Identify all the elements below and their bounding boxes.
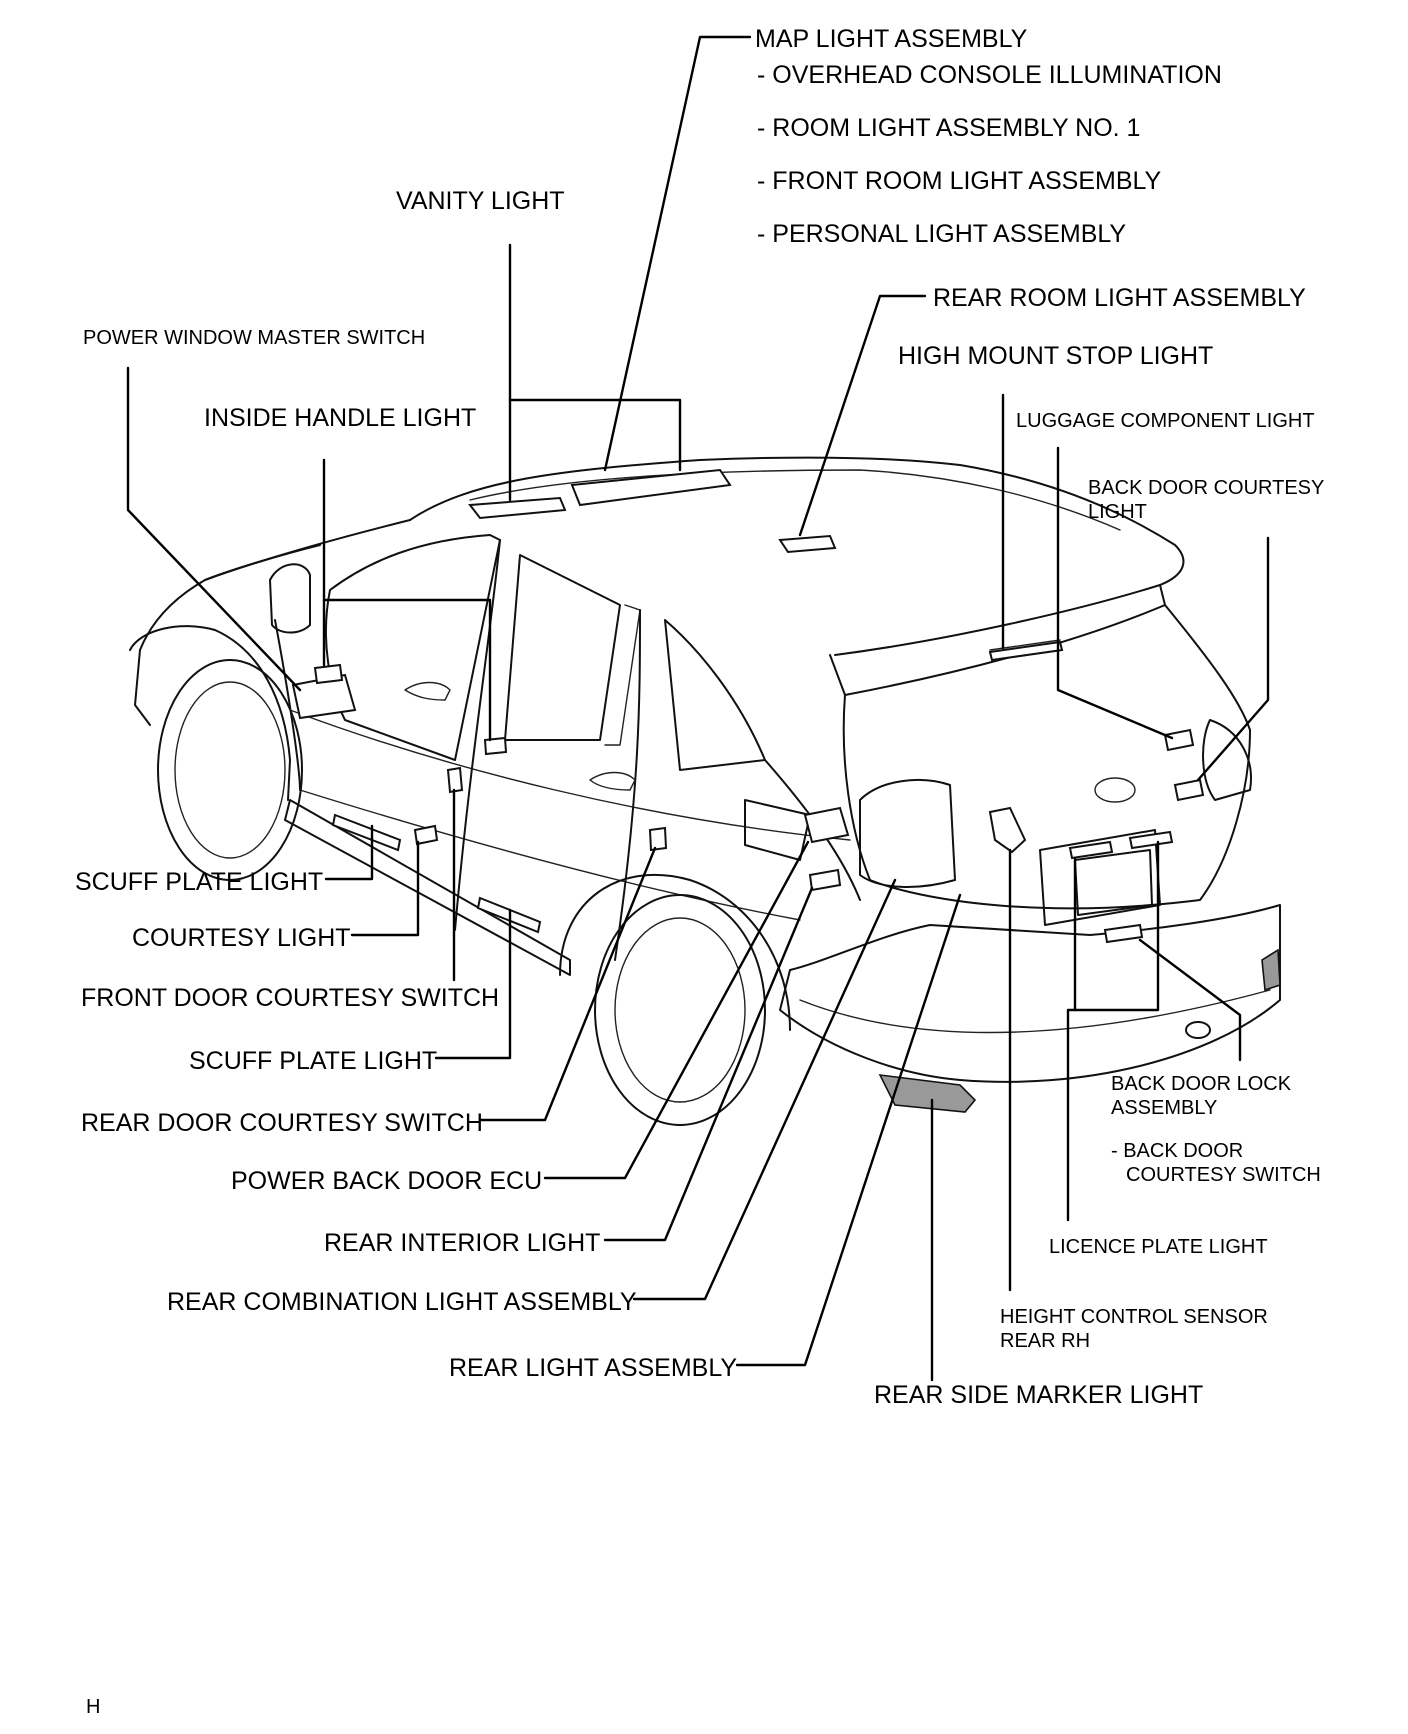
label-height-control-sensor-1: HEIGHT CONTROL SENSOR	[1000, 1306, 1268, 1328]
label-luggage-component-light: LUGGAGE COMPONENT LIGHT	[1016, 410, 1315, 432]
high-mount-stop-light-part	[988, 640, 1064, 662]
courtesy-light-part	[413, 824, 439, 846]
label-back-door-courtesy-light-2: LIGHT	[1088, 501, 1147, 523]
label-vanity-light: VANITY LIGHT	[396, 187, 565, 215]
label-back-door-courtesy-switch-1: - BACK DOOR	[1111, 1140, 1243, 1162]
rear-door-switch-part	[648, 826, 668, 852]
leader-lines	[126, 35, 1270, 1382]
label-front-door-courtesy-switch: FRONT DOOR COURTESY SWITCH	[81, 984, 499, 1012]
label-high-mount-stop-light: HIGH MOUNT STOP LIGHT	[898, 342, 1213, 370]
scuff-plate-front-part	[331, 813, 402, 852]
label-rear-combination-light-assembly: REAR COMBINATION LIGHT ASSEMBLY	[167, 1288, 637, 1316]
licence-plate-light-r-part	[1128, 830, 1174, 850]
front-door-switch-part	[446, 766, 464, 794]
label-scuff-plate-light-1: SCUFF PLATE LIGHT	[75, 868, 323, 896]
label-power-back-door-ecu: POWER BACK DOOR ECU	[231, 1167, 542, 1195]
luggage-component-light-part	[1163, 728, 1195, 752]
vanity-light-part	[468, 496, 567, 520]
label-rear-interior-light: REAR INTERIOR LIGHT	[324, 1229, 600, 1257]
label-back-door-courtesy-light-1: BACK DOOR COURTESY	[1088, 477, 1324, 499]
label-rear-side-marker-light: REAR SIDE MARKER LIGHT	[874, 1381, 1203, 1409]
label-scuff-plate-light-2: SCUFF PLATE LIGHT	[189, 1047, 437, 1075]
label-power-window-master-switch: POWER WINDOW MASTER SWITCH	[83, 327, 425, 349]
label-rear-light-assembly: REAR LIGHT ASSEMBLY	[449, 1354, 737, 1382]
label-rear-room-light-assembly: REAR ROOM LIGHT ASSEMBLY	[933, 284, 1306, 312]
label-courtesy-light: COURTESY LIGHT	[132, 924, 351, 952]
label-front-room-light-assembly: - FRONT ROOM LIGHT ASSEMBLY	[757, 167, 1162, 195]
licence-plate-light-l-part	[1068, 840, 1114, 860]
power-back-door-ecu-part	[803, 806, 850, 844]
vehicle-body-drawing	[129, 456, 1281, 1126]
label-inside-handle-light: INSIDE HANDLE LIGHT	[204, 404, 476, 432]
rear-room-light-part	[778, 534, 837, 554]
label-licence-plate-light: LICENCE PLATE LIGHT	[1049, 1236, 1268, 1258]
callout-labels: MAP LIGHT ASSEMBLY - OVERHEAD CONSOLE IL…	[75, 25, 1324, 1718]
label-back-door-courtesy-switch-2: COURTESY SWITCH	[1126, 1164, 1321, 1186]
back-door-lock-part	[1103, 923, 1144, 944]
label-height-control-sensor-2: REAR RH	[1000, 1330, 1090, 1352]
back-door-courtesy-light-part	[1173, 778, 1205, 802]
label-personal-light-assembly: - PERSONAL LIGHT ASSEMBLY	[757, 220, 1126, 248]
label-back-door-lock-assembly-2: ASSEMBLY	[1111, 1097, 1217, 1119]
height-sensor-part	[988, 806, 1027, 854]
inside-handle-light-part	[313, 663, 344, 685]
label-rear-door-courtesy-switch: REAR DOOR COURTESY SWITCH	[81, 1109, 483, 1137]
inside-handle-light-rear-part	[483, 736, 508, 756]
rear-interior-light-part	[808, 868, 842, 892]
label-overhead-console-illumination: - OVERHEAD CONSOLE ILLUMINATION	[757, 61, 1222, 89]
corner-mark: H	[86, 1696, 100, 1718]
component-parts	[291, 468, 1205, 944]
label-map-light-assembly: MAP LIGHT ASSEMBLY	[755, 25, 1028, 53]
map-light-part	[570, 468, 732, 507]
label-back-door-lock-assembly-1: BACK DOOR LOCK	[1111, 1073, 1292, 1095]
label-room-light-assembly-no1: - ROOM LIGHT ASSEMBLY NO. 1	[757, 114, 1140, 142]
